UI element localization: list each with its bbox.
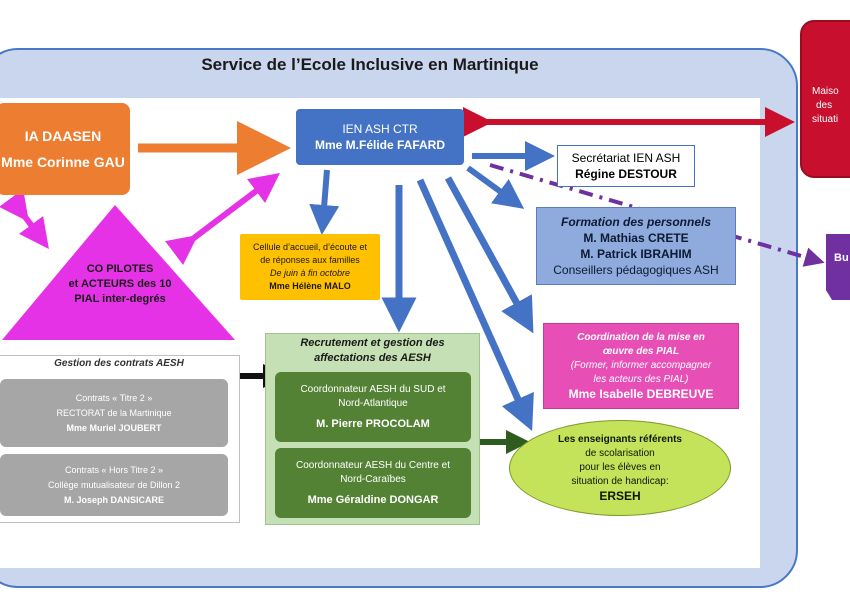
coordination-line2: œuvre des PIAL bbox=[602, 346, 680, 357]
centre-name: Mme Géraldine DONGAR bbox=[307, 494, 439, 506]
arrow-ien-formation bbox=[466, 165, 525, 209]
arrow-ia-pilotes bbox=[0, 189, 49, 250]
sud-box: Coordonnateur AESH du SUD et Nord-Atlant… bbox=[275, 372, 471, 442]
formation-title: Formation des personnels bbox=[560, 215, 712, 229]
ien-name: Mme M.Félide FAFARD bbox=[314, 138, 445, 152]
mdph-line3: situati bbox=[812, 114, 839, 125]
cellule-line2: de réponses aux familles bbox=[260, 255, 360, 265]
referents-line4: situation de handicap: bbox=[571, 476, 669, 487]
arrow-ien-coordination bbox=[444, 176, 534, 334]
ia-daasen-box: IA DAASEN Mme Corinne GAU bbox=[0, 103, 130, 195]
arrow-ien-cellule bbox=[309, 169, 340, 235]
coordination-line3: (Former, informer accompagner bbox=[570, 360, 712, 371]
formation-name-2: M. Patrick IBRAHIM bbox=[580, 247, 692, 261]
pilotes-line2: et ACTEURS des 10 bbox=[68, 278, 172, 290]
mdph-line1: Maiso bbox=[812, 86, 839, 97]
cellule-line1: Cellule d’accueil, d’écoute et bbox=[252, 242, 368, 252]
centre-line2: Nord-Caraïbes bbox=[340, 474, 406, 485]
titre2-line1: Contrats « Titre 2 » bbox=[75, 392, 153, 403]
arrow-ien-referents bbox=[416, 178, 534, 431]
sud-name: M. Pierre PROCOLAM bbox=[316, 418, 430, 430]
ien-title: IEN ASH CTR bbox=[342, 122, 418, 136]
ia-name: Mme Corinne GAU bbox=[1, 154, 125, 170]
horstitre2-box: Contrats « Hors Titre 2 » Collège mutual… bbox=[0, 454, 228, 516]
cellule-name: Mme Hélène MALO bbox=[269, 281, 351, 291]
coordination-box: Coordination de la mise en œuvre des PIA… bbox=[543, 323, 739, 409]
bu-box: Bu bbox=[826, 234, 850, 300]
secretariat-name: Régine DESTOUR bbox=[575, 167, 677, 181]
mdph-box: M Maiso des situati bbox=[800, 20, 850, 178]
recrutement-title: Recrutement et gestion des affectations … bbox=[265, 336, 480, 370]
pilotes-triangle bbox=[2, 205, 235, 340]
titre2-name: Mme Muriel JOUBERT bbox=[66, 422, 162, 433]
arrow-pilotes-ien bbox=[164, 172, 280, 266]
titre2-line2: RECTORAT de la Martinique bbox=[56, 407, 172, 418]
secretariat-box: Secrétariat IEN ASH Régine DESTOUR bbox=[557, 145, 695, 187]
sud-line2: Nord-Atlantique bbox=[338, 398, 408, 409]
sud-line1: Coordonnateur AESH du SUD et bbox=[300, 384, 446, 395]
arrow-ien-bu bbox=[489, 163, 825, 267]
horstitre2-line1: Contrats « Hors Titre 2 » bbox=[64, 464, 164, 475]
formation-role: Conseillers pédagogiques ASH bbox=[553, 263, 719, 277]
secretariat-title: Secrétariat IEN ASH bbox=[571, 151, 681, 165]
centre-line1: Coordonnateur AESH du Centre et bbox=[296, 460, 450, 471]
recrutement-line2: affectations des AESH bbox=[314, 352, 431, 364]
gestion-title: Gestion des contrats AESH bbox=[54, 358, 184, 369]
cellule-period: De juin à fin octobre bbox=[269, 268, 351, 278]
horstitre2-line2: Collège mutualisateur de Dillon 2 bbox=[47, 479, 181, 490]
referents-line1: Les enseignants référents bbox=[558, 434, 682, 445]
coordination-line1: Coordination de la mise en bbox=[577, 332, 705, 343]
centre-box: Coordonnateur AESH du Centre et Nord-Car… bbox=[275, 448, 471, 518]
referents-ellipse: Les enseignants référents de scolarisati… bbox=[509, 420, 731, 516]
bu-label: Bu bbox=[834, 252, 849, 264]
pilotes-label: CO PILOTES et ACTEURS des 10 PIAL inter-… bbox=[10, 262, 230, 322]
referents-line3: pour les élèves en bbox=[579, 462, 661, 473]
coordination-line4: les acteurs des PIAL) bbox=[593, 374, 689, 385]
formation-box: Formation des personnels M. Mathias CRET… bbox=[536, 207, 736, 285]
diagram-title: Service de l’Ecole Inclusive en Martiniq… bbox=[201, 55, 539, 74]
pilotes-line3: PIAL inter-degrés bbox=[74, 293, 166, 305]
cellule-box: Cellule d’accueil, d’écoute et de répons… bbox=[240, 234, 380, 300]
referents-line2: de scolarisation bbox=[585, 448, 655, 459]
titre2-box: Contrats « Titre 2 » RECTORAT de la Mart… bbox=[0, 379, 228, 447]
recrutement-line1: Recrutement et gestion des bbox=[300, 337, 445, 349]
coordination-name: Mme Isabelle DEBREUVE bbox=[568, 387, 714, 401]
horstitre2-name: M. Joseph DANSICARE bbox=[63, 494, 164, 505]
referents-acronym: ERSEH bbox=[599, 489, 641, 503]
ien-ash-box: IEN ASH CTR Mme M.Félide FAFARD bbox=[296, 109, 464, 165]
formation-name-1: M. Mathias CRETE bbox=[583, 231, 689, 245]
ia-title: IA DAASEN bbox=[24, 128, 102, 144]
pilotes-line1: CO PILOTES bbox=[86, 263, 154, 275]
mdph-line2: des bbox=[816, 100, 833, 111]
